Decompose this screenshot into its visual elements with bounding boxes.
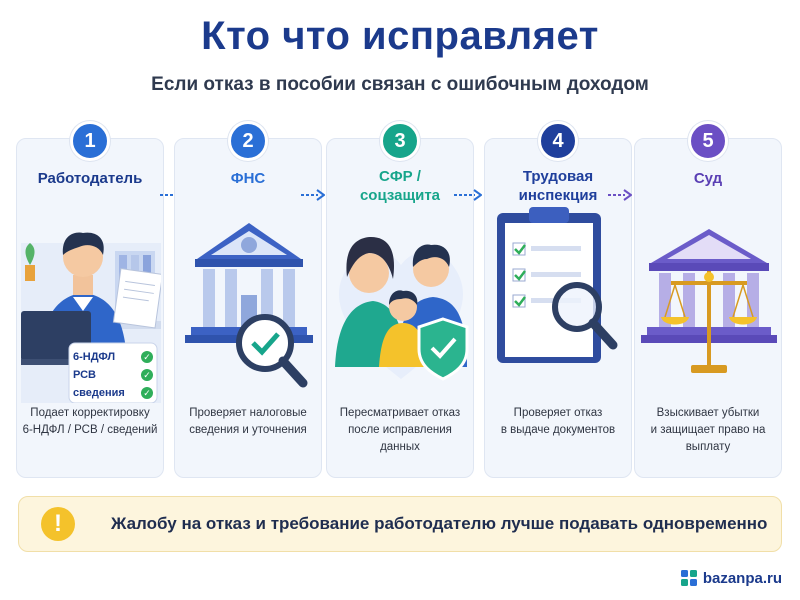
tag-6ndfl: 6-НДФЛ✓ (73, 348, 153, 366)
step-labor-inspection: 4 Трудовая инспекция Проверяет отказ в в… (484, 121, 632, 478)
step-fns: 2 ФНС Проверяет налоговые сведения и уто… (174, 121, 322, 478)
step-description: Пересматривает отказ после исправления д… (339, 407, 461, 453)
exclamation-icon: ! (41, 507, 75, 541)
advice-banner: ! Жалобу на отказ и требование работодат… (18, 496, 782, 552)
page-subtitle: Если отказ в пособии связан с ошибочным … (151, 74, 649, 95)
step-label: СФР / соцзащита (359, 168, 441, 204)
family-illustration (335, 237, 469, 381)
tag-rsv: РСВ✓ (73, 366, 153, 384)
check-icon: ✓ (141, 369, 153, 381)
tax-office-illustration (185, 223, 313, 388)
step-label: Работодатель (37, 170, 143, 187)
checklist-illustration (497, 207, 618, 363)
step-number: 1 (70, 121, 110, 161)
step-number: 5 (688, 121, 728, 161)
logo-text: bazanpa.ru (702, 569, 782, 587)
page-title: Кто что исправляет (201, 14, 599, 58)
arrow-right-icon (608, 189, 632, 201)
document-tag-list: 6-НДФЛ✓ РСВ✓ сведения✓ (73, 348, 153, 402)
arrow-right-icon (301, 189, 325, 201)
step-court: 5 Суд Взыскивает убытки и защищает право… (634, 121, 782, 478)
step-sfr: 3 СФР / соцзащита Пересматривает отказ п… (326, 121, 474, 478)
step-employer: 1 Работодатель 6-НДФЛ✓ РСВ✓ сведения✓ По… (16, 121, 164, 478)
employer-illustration (21, 232, 161, 403)
step-description: Проверяет налоговые сведения и уточнения (189, 407, 307, 436)
step-label: Трудовая инспекция (518, 168, 598, 204)
step-label: Суд (693, 170, 723, 187)
step-description: Подает корректировку 6-НДФЛ / РСВ / свед… (22, 407, 158, 436)
step-description: Проверяет отказ в выдаче документов (500, 407, 616, 436)
advice-text: Жалобу на отказ и требование работодател… (111, 514, 768, 533)
site-logo[interactable]: bazanpa.ru (680, 568, 782, 588)
court-illustration (641, 229, 777, 373)
arrow-right-icon (454, 189, 482, 201)
step-number: 3 (380, 121, 420, 161)
step-number: 4 (538, 121, 578, 161)
logo-mark-icon (680, 570, 697, 586)
step-label: ФНС (230, 170, 266, 187)
step-description: Взыскивает убытки и защищает право на вы… (650, 407, 766, 453)
check-icon: ✓ (141, 387, 153, 399)
tag-svedeniya: сведения✓ (73, 384, 153, 402)
step-number: 2 (228, 121, 268, 161)
check-icon: ✓ (141, 351, 153, 363)
